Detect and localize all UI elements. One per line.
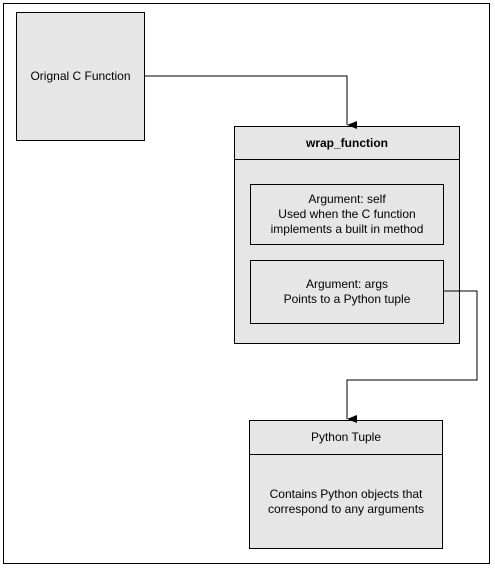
- arg-self-line3: implements a built in method: [270, 222, 424, 236]
- arg-self-line2: Used when the C function: [278, 207, 416, 221]
- python-tuple-line1: Contains Python objects that: [269, 486, 423, 501]
- python-tuple-title: Python Tuple: [310, 430, 382, 444]
- arg-self-line1: Argument: self: [308, 192, 386, 206]
- wrap-function-title: wrap_function: [305, 135, 388, 150]
- node-orig-c-function: Orignal C Function: [16, 12, 145, 141]
- python-tuple-header: Python Tuple: [250, 421, 442, 455]
- python-tuple-line2: correspond to any arguments: [267, 501, 425, 516]
- node-arg-args: Argument: args Points to a Python tuple: [250, 260, 444, 324]
- node-orig-c-function-label: Orignal C Function: [30, 69, 131, 83]
- arg-args-line1: Argument: args: [305, 277, 389, 291]
- wrap-function-header: wrap_function: [235, 127, 459, 160]
- arg-args-line2: Points to a Python tuple: [283, 292, 411, 306]
- node-wrap-function: wrap_function Argument: self Used when t…: [234, 126, 460, 344]
- node-arg-self: Argument: self Used when the C function …: [250, 184, 444, 245]
- node-python-tuple: Python Tuple Contains Python objects tha…: [249, 420, 443, 549]
- python-tuple-body: Contains Python objects that correspond …: [250, 455, 442, 548]
